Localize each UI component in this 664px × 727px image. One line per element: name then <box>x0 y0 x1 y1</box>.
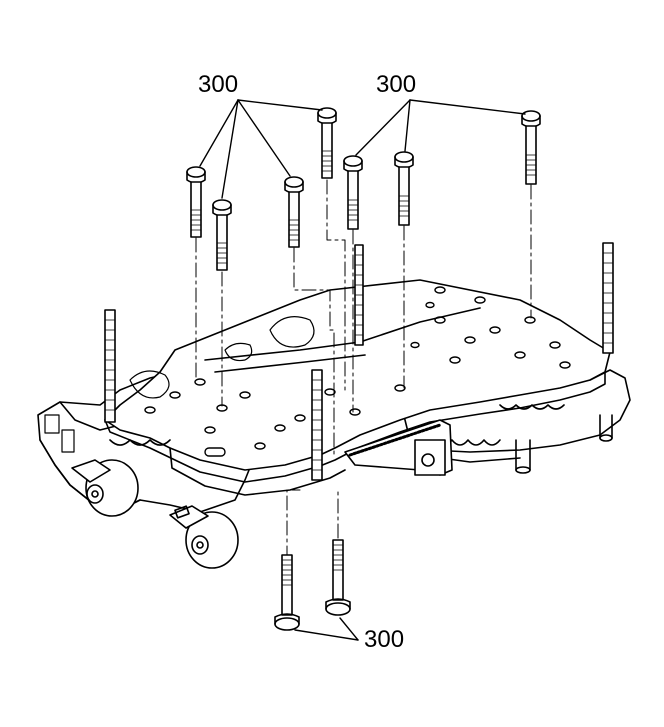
bolt <box>274 554 300 631</box>
wiring-connector <box>344 419 453 476</box>
leader-lines <box>199 99 526 641</box>
bolt <box>394 151 414 226</box>
bolts-lower <box>274 539 351 631</box>
guide-studs <box>104 242 614 481</box>
callout-300-top-left: 300 <box>198 71 239 98</box>
bolt <box>325 539 351 616</box>
callout-300-top-right: 300 <box>376 71 417 98</box>
casting-pockets <box>44 316 315 453</box>
bolt <box>212 199 232 271</box>
bolt <box>521 110 541 185</box>
bolt <box>284 176 304 248</box>
bolts-upper <box>186 107 541 271</box>
alignment-lines <box>195 179 532 561</box>
solenoid-right <box>169 505 239 569</box>
locating-posts <box>515 414 613 474</box>
bolt <box>317 107 337 179</box>
bolt <box>186 166 206 238</box>
solenoid-left <box>71 459 139 517</box>
callout-300-bottom: 300 <box>364 626 405 653</box>
bolt-holes <box>144 286 571 457</box>
bolt <box>343 155 363 230</box>
